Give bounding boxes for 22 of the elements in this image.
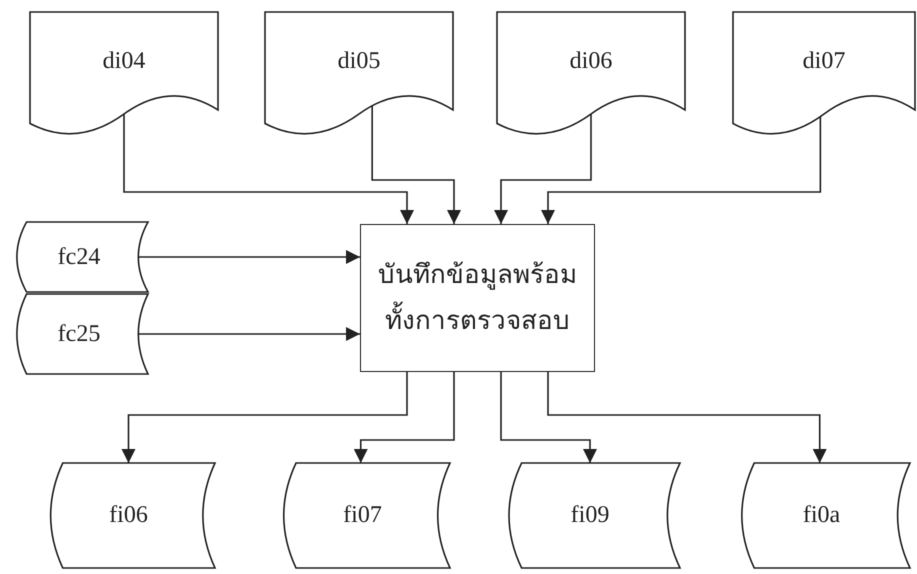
arrow: [547, 372, 827, 463]
node-label: di04: [102, 48, 146, 74]
node-label: fc25: [58, 320, 100, 348]
node-label: di06: [570, 48, 612, 74]
arrow: [541, 116, 822, 224]
arrow: [371, 106, 461, 224]
arrow: [123, 114, 414, 224]
arrow: [138, 250, 360, 264]
node-label: บันทึกข้อมูลพร้อมทั้งการตรวจสอบ: [377, 259, 578, 337]
node-label: fi07: [343, 502, 382, 529]
node-label: fc24: [58, 244, 100, 270]
node-label: di07: [802, 48, 846, 74]
node-label: fi0a: [802, 502, 840, 529]
arrow: [354, 372, 455, 463]
node-label: fi06: [109, 502, 148, 529]
arrow: [500, 372, 597, 463]
arrow: [138, 327, 360, 341]
arrow: [122, 372, 408, 463]
arrow: [494, 114, 592, 224]
node-label: fi09: [570, 502, 610, 529]
process-box: [360, 224, 595, 372]
node-label: di05: [338, 48, 380, 74]
